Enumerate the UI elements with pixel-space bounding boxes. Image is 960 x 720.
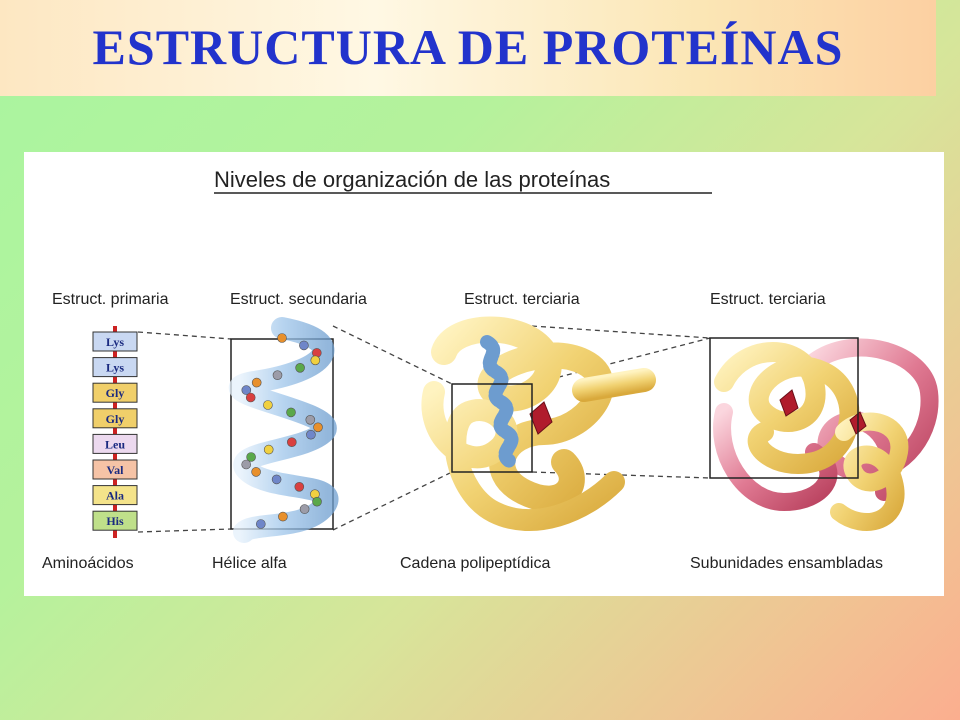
tertiary-zoom-frame: [451, 383, 533, 473]
caption-subunits: Subunidades ensambladas: [690, 555, 883, 572]
helix-atom: [241, 459, 251, 470]
figure-heading: Niveles de organización de las proteínas: [214, 167, 610, 192]
protein-levels-diagram: Niveles de organización de las proteínas…: [42, 167, 939, 572]
amino-acid-box: [92, 331, 138, 352]
helix-atom: [299, 340, 309, 351]
amino-acid-label: Lys: [106, 361, 124, 375]
tertiary-ribbon-loop: [421, 381, 625, 531]
level-label-primary: Estruct. primaria: [52, 291, 169, 308]
amino-acid-box: [92, 459, 138, 480]
tertiary-ribbon-main: [431, 316, 614, 512]
title-banner: ESTRUCTURA DE PROTEÍNAS: [0, 0, 936, 96]
helix-atom: [286, 407, 296, 418]
helix-atom: [271, 474, 282, 485]
level-label-quaternary: Estruct. terciaria: [710, 291, 826, 308]
amino-acid-box: [92, 357, 138, 378]
helix-ribbon: [228, 317, 339, 543]
tertiary-fold-illustration: [421, 316, 656, 531]
helix-atom: [246, 452, 256, 462]
amino-acid-box: [92, 408, 138, 429]
heme-group-1: [779, 389, 799, 417]
helix-atom: [263, 444, 274, 455]
caption-aminoacids: Aminoácidos: [42, 555, 134, 572]
quaternary-zoom-frame: [709, 337, 859, 479]
quaternary-assembly-illustration: [709, 337, 939, 531]
amino-acid-label: Gly: [106, 386, 125, 400]
helix-atom: [251, 377, 262, 388]
helix-atom: [310, 355, 321, 366]
helix-atom: [294, 481, 305, 492]
connector-lines: [137, 325, 711, 533]
helix-atom: [286, 437, 297, 448]
amino-acid-label: Ala: [106, 489, 124, 503]
tertiary-ribbon-tail: [572, 368, 656, 402]
helix-atom: [299, 504, 310, 514]
caption-polypeptide: Cadena polipeptídica: [400, 555, 550, 572]
embedded-helix: [480, 335, 519, 469]
amino-acid-box: [92, 510, 138, 531]
heme-group: [529, 401, 553, 435]
helix-atom: [312, 496, 322, 507]
helix-atom: [313, 422, 323, 433]
helix-atom: [272, 370, 283, 380]
helix-atom: [295, 363, 305, 373]
subunit-yellow-2: [830, 412, 909, 531]
helix-atom: [278, 511, 288, 522]
amino-acid-label: Gly: [106, 412, 125, 426]
subunit-pink-2: [713, 403, 838, 512]
amino-acid-box: [92, 433, 138, 454]
figure-panel: Niveles de organización de las proteínas…: [24, 152, 944, 596]
slide-title: ESTRUCTURA DE PROTEÍNAS: [92, 19, 844, 75]
helix-atom: [241, 385, 252, 395]
amino-acid-label: Lys: [106, 335, 124, 349]
helix-atom: [277, 333, 287, 343]
amino-acid-box: [92, 382, 138, 403]
helix-atom: [306, 429, 316, 440]
amino-acid-label: Val: [107, 463, 125, 477]
amino-acid-box: [92, 485, 138, 506]
helix-atom: [256, 519, 266, 529]
caption-alpha-helix: Hélice alfa: [212, 555, 287, 572]
helix-atom: [263, 400, 273, 410]
level-label-secondary: Estruct. secundaria: [230, 291, 367, 308]
helix-atom: [305, 414, 316, 425]
alpha-helix-illustration: [228, 317, 339, 543]
helix-atom: [245, 392, 256, 403]
amino-acid-label: Leu: [105, 437, 125, 451]
amino-acid-label: His: [106, 514, 124, 528]
level-label-tertiary: Estruct. terciaria: [464, 291, 580, 308]
helix-atom: [251, 467, 261, 477]
subunit-yellow-1: [714, 342, 860, 474]
